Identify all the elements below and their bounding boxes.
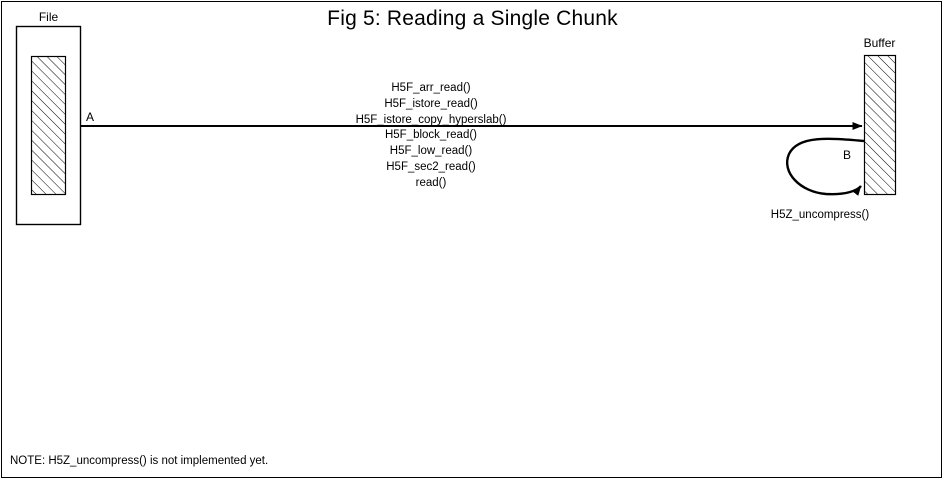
marker-label-a: A	[86, 110, 95, 124]
buffer-box-hatched	[863, 54, 897, 196]
call-stack-item: H5F_block_read()	[384, 129, 478, 142]
buffer-block-label: Buffer	[863, 36, 896, 50]
call-stack-item: H5F_istore_read()	[384, 97, 478, 110]
marker-label-b: B	[843, 148, 852, 162]
call-stack-item: read()	[415, 176, 447, 189]
file-chunk-hatched	[30, 55, 67, 196]
file-block-label: File	[38, 10, 59, 24]
call-stack-item: H5F_sec2_read()	[386, 160, 476, 173]
call-stack-item: H5F_arr_read()	[391, 82, 471, 94]
call-stack-list: H5F_arr_read() H5F_istore_read() H5F_ist…	[331, 81, 531, 192]
footer-note: NOTE: H5Z_uncompress() is not implemente…	[10, 455, 269, 467]
uncompress-loop-arrow	[786, 137, 865, 196]
file-outer-box	[15, 25, 82, 226]
call-stack-item: H5F_istore_copy_hyperslab()	[355, 113, 507, 126]
figure-title: Fig 5: Reading a Single Chunk	[327, 7, 618, 30]
call-stack-item: H5F_low_read()	[389, 145, 473, 158]
uncompress-annotation: H5Z_uncompress()	[770, 209, 870, 221]
